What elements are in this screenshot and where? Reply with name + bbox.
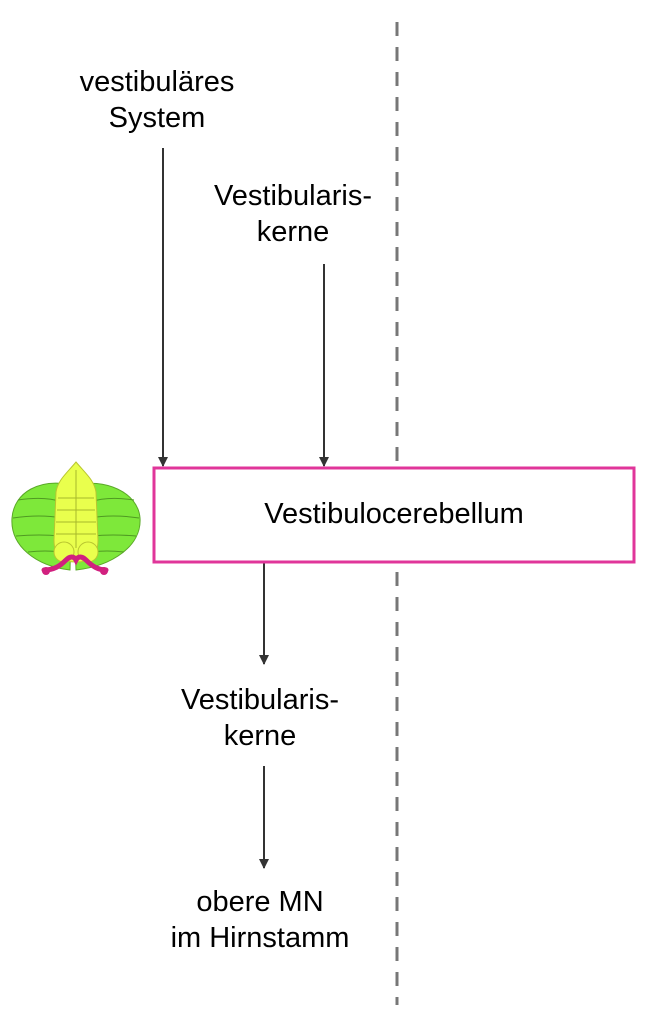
label-line: kerne <box>256 216 330 248</box>
label-line: im Hirnstamm <box>170 922 350 954</box>
label-vestibular-system: vestibuläres System <box>42 64 272 136</box>
label-line: vestibuläres <box>79 66 235 98</box>
label-line: Vestibularis- <box>181 684 339 716</box>
label-line: System <box>108 102 206 134</box>
vestibulocerebellum-box <box>152 466 636 564</box>
label-upper-motor-neurons: obere MN im Hirnstamm <box>145 884 375 956</box>
label-vestibular-nuclei-input: Vestibularis- kerne <box>178 178 408 250</box>
cerebellum-icon <box>11 461 141 575</box>
label-vestibulocerebellum: Vestibulocerebellum <box>264 498 524 530</box>
label-line: kerne <box>223 720 297 752</box>
label-line: obere MN <box>196 886 324 918</box>
label-vestibular-nuclei-output: Vestibularis- kerne <box>145 682 375 754</box>
label-line: Vestibularis- <box>214 180 372 212</box>
